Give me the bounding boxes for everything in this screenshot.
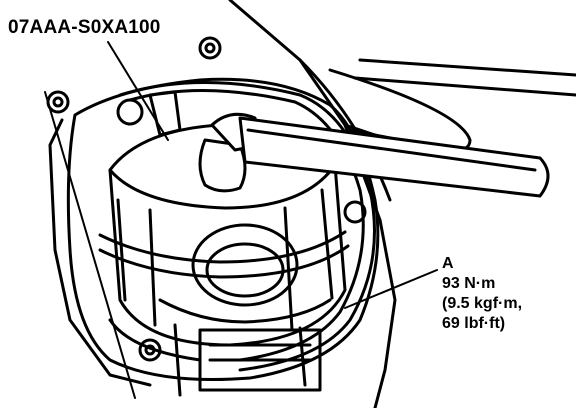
- special-tool-label: 07AAA-S0XA100: [8, 17, 161, 38]
- torque-leader-line: [344, 269, 438, 309]
- filter-leader-line: [44, 91, 136, 399]
- oil-filter: [98, 123, 350, 397]
- tool-leader-line: [107, 41, 169, 141]
- torque-lbfft: 69 lbf·ft): [442, 315, 506, 332]
- filter-wrench-tool: [198, 112, 550, 198]
- mounting-flange: [46, 36, 380, 387]
- torque-kgfm: (9.5 kgf·m,: [442, 295, 523, 312]
- torque-callout: A 93 N·m (9.5 kgf·m, 69 lbf·ft): [442, 256, 522, 336]
- torque-nm: 93 N·m: [442, 275, 496, 292]
- callout-letter: A: [442, 255, 454, 272]
